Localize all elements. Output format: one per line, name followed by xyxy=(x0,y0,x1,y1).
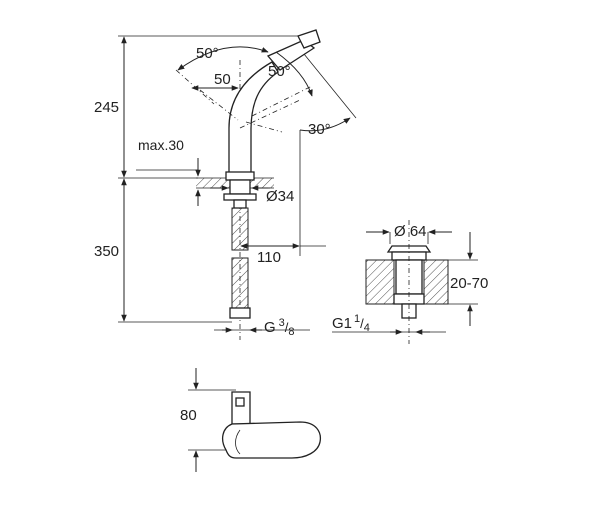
label-max-deck: max.30 xyxy=(138,137,184,153)
label-height-lower: 350 xyxy=(94,243,119,260)
label-body-diameter: Ø34 xyxy=(266,188,294,205)
label-angle-bottom: 30° xyxy=(308,121,331,138)
label-spout-reach: 50 xyxy=(214,71,231,88)
drain-assembly xyxy=(365,220,449,344)
label-angle-right: 50° xyxy=(268,63,291,80)
lever-side-view xyxy=(188,368,322,472)
label-projection: 110 xyxy=(257,249,281,266)
spout-angle-indicators xyxy=(175,46,357,133)
label-lever-height: 80 xyxy=(180,407,197,424)
label-drain-diameter: Ø 64 xyxy=(394,223,427,240)
drain-diameter-dimension xyxy=(366,229,452,244)
label-height-upper: 245 xyxy=(94,99,119,116)
height-dimension-chain xyxy=(118,35,300,323)
projection-dimension xyxy=(240,130,326,256)
label-drain-range: 20-70 xyxy=(450,275,488,292)
deck-thickness-dimension xyxy=(136,158,201,206)
faucet-front-view xyxy=(223,29,321,340)
label-angle-left: 50° xyxy=(196,45,219,62)
drain-range-dimension xyxy=(448,232,478,326)
